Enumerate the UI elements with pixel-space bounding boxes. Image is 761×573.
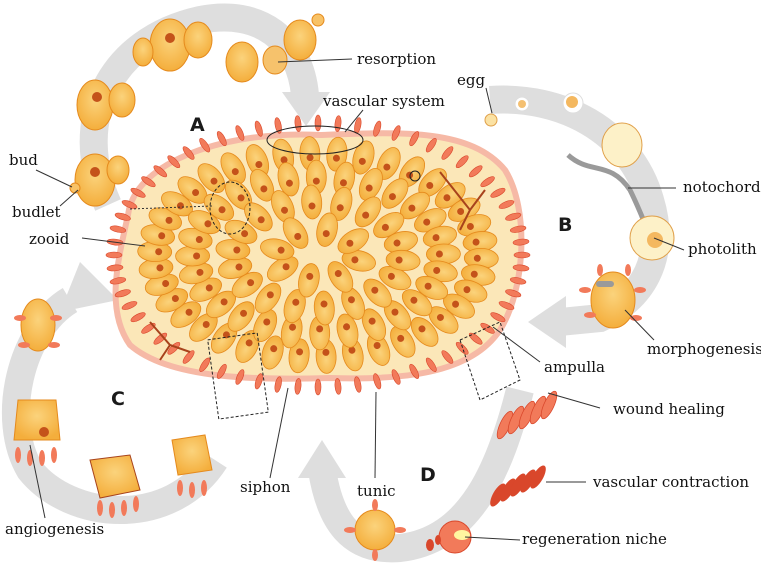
label-vascular-contraction: vascular contraction xyxy=(593,475,749,490)
leader-morphogenesis xyxy=(625,310,654,340)
bud-group-3 xyxy=(133,19,212,71)
label-bud: bud xyxy=(9,153,38,168)
label-budlet: budlet xyxy=(12,205,61,220)
label-siphon: siphon xyxy=(240,480,290,495)
leader-regeneration-niche xyxy=(465,537,520,540)
leader-ampulla xyxy=(493,327,540,362)
section-label-d: D xyxy=(420,466,436,485)
arrowhead-b xyxy=(528,296,566,348)
section-label-b: B xyxy=(558,216,572,235)
leader-budlet xyxy=(60,190,78,206)
leader-tunic xyxy=(375,392,376,478)
label-angiogenesis: angiogenesis xyxy=(5,522,104,537)
section-label-a: A xyxy=(190,116,205,135)
leader-bud xyxy=(36,170,72,187)
arrowhead-d xyxy=(298,440,346,478)
colony xyxy=(106,115,530,419)
label-regeneration-niche: regeneration niche xyxy=(522,532,667,547)
section-label-c: C xyxy=(111,390,125,409)
label-notochord: notochord xyxy=(683,180,761,195)
ampulla xyxy=(514,252,530,258)
label-morphogenesis: morphogenesis xyxy=(647,342,761,357)
ampulla xyxy=(315,379,321,395)
label-vascular-system: vascular system xyxy=(323,94,445,109)
label-tunic: tunic xyxy=(357,484,396,499)
label-resorption: resorption xyxy=(357,52,436,67)
embryo xyxy=(602,123,642,167)
label-ampulla: ampulla xyxy=(544,360,605,375)
label-photolith: photolith xyxy=(688,242,757,257)
ampulla xyxy=(315,115,321,131)
egg-1 xyxy=(485,114,497,126)
bud-group-2 xyxy=(77,80,135,130)
leader-siphon xyxy=(270,388,288,478)
label-zooid: zooid xyxy=(29,232,69,247)
ampulla xyxy=(106,252,122,258)
label-wound-healing: wound healing xyxy=(613,402,725,417)
c-zooid-4 xyxy=(172,435,212,498)
ampulla xyxy=(334,115,342,132)
label-egg: egg xyxy=(457,73,485,88)
